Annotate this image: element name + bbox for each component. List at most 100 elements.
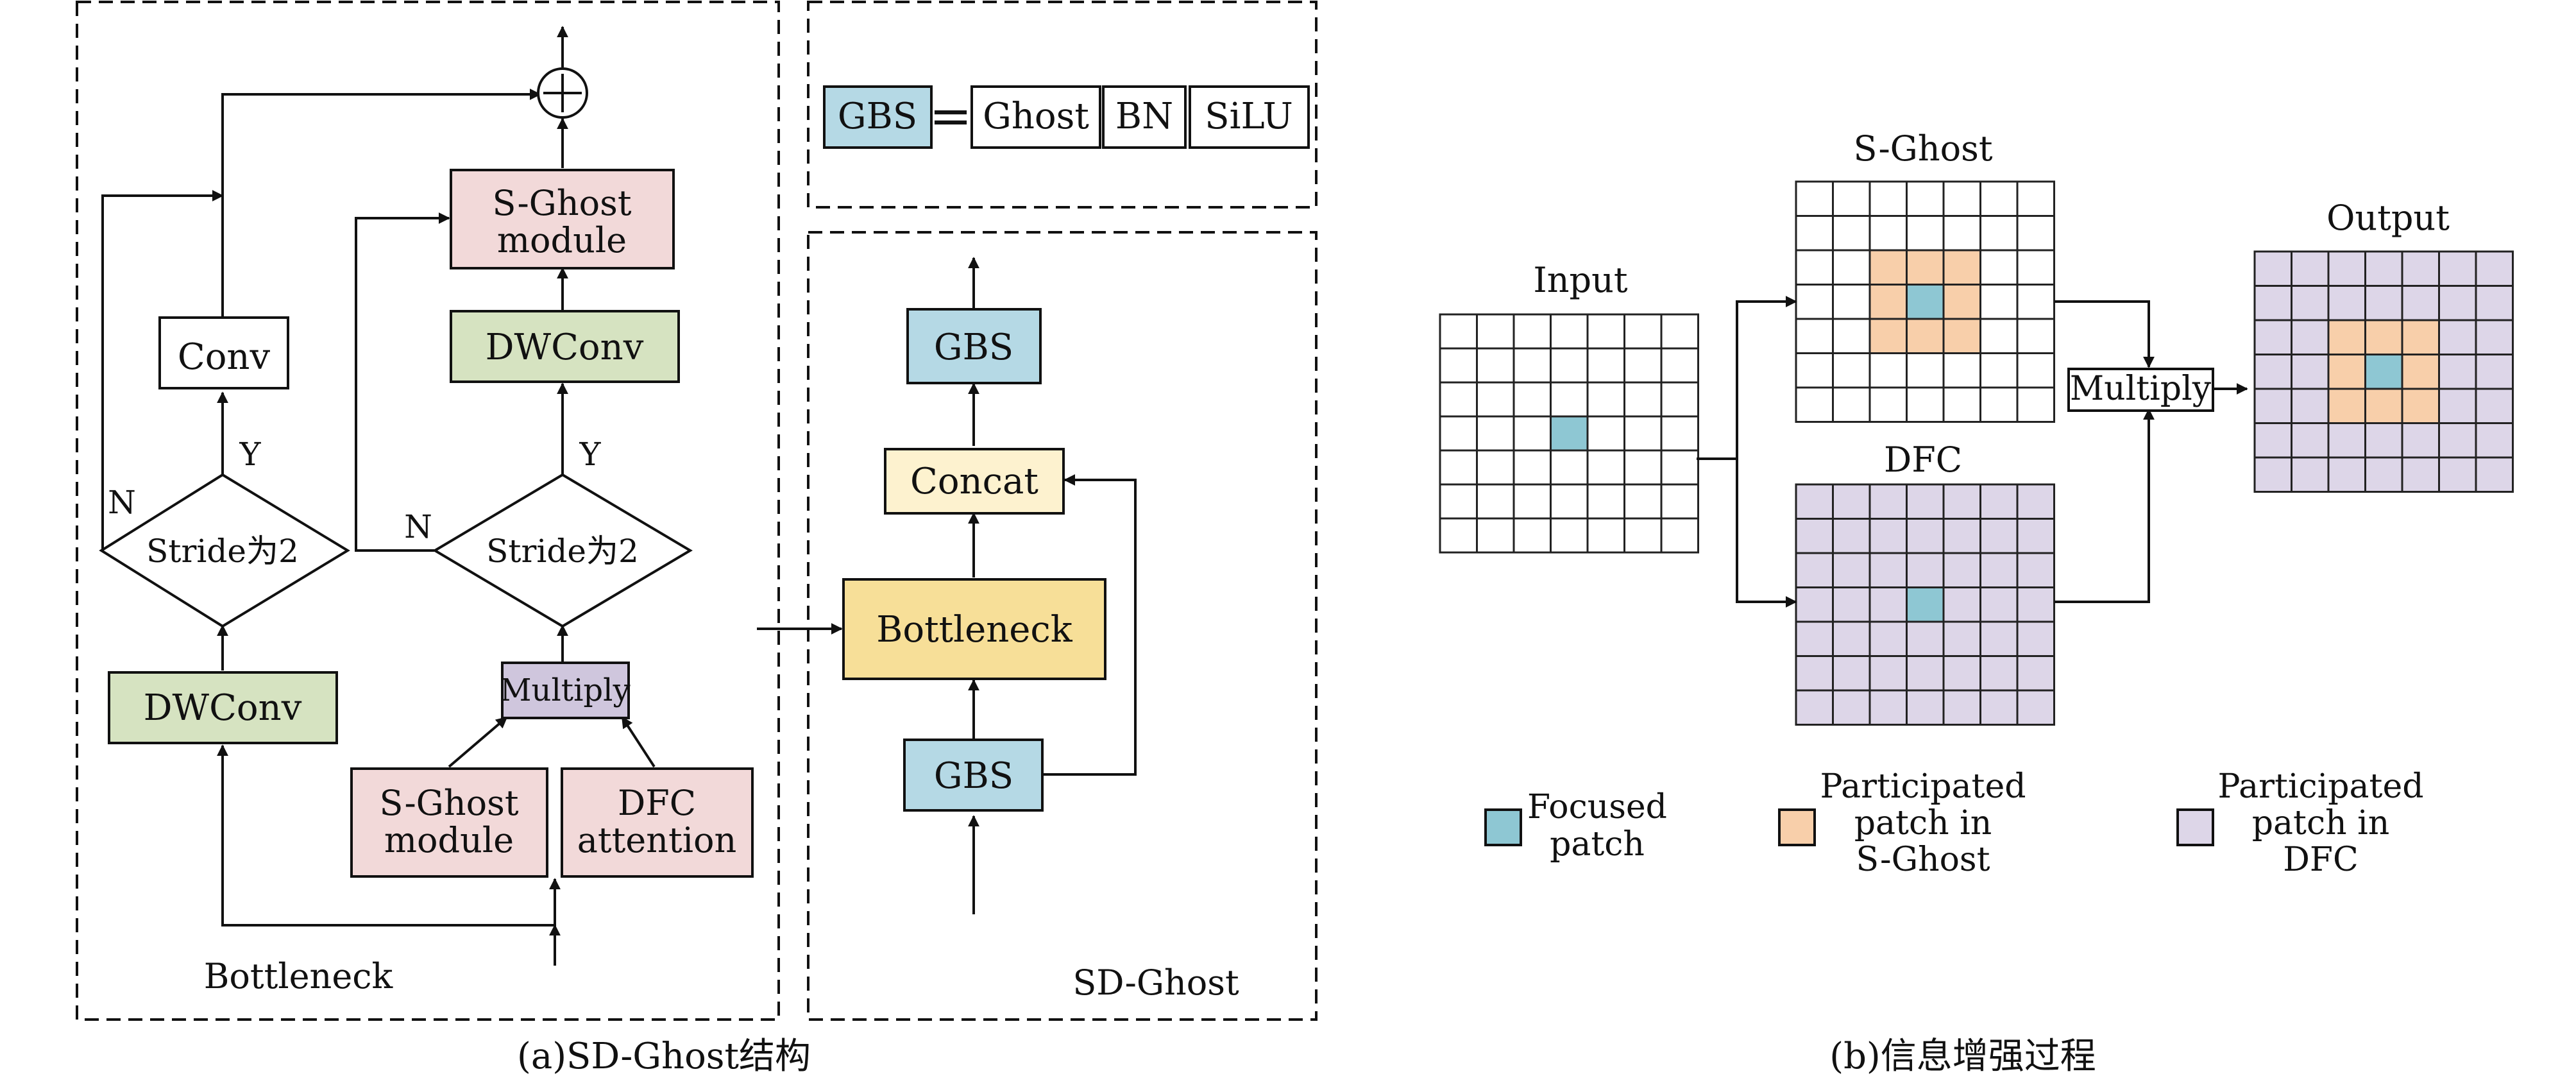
legend-dfc-line1: Participated: [2217, 767, 2423, 806]
sghost-module-bottom-box: S-Ghost module: [350, 767, 548, 878]
grid-cell: [1623, 483, 1663, 520]
stride-right-label: Stride为2: [486, 533, 639, 570]
sghost-top-line2: module: [497, 220, 627, 260]
bottleneck-frame-label: Bottleneck: [204, 956, 394, 996]
grid-cell: [1623, 381, 1663, 418]
grid-cell: [1906, 249, 1945, 286]
grid-cell: [1550, 449, 1589, 486]
legend-focused-line2: patch: [1550, 825, 1645, 864]
grid-cell: [1942, 180, 1981, 217]
grid-cell: [1513, 449, 1552, 486]
caption-b: (b)信息增强过程: [1829, 1036, 2096, 1076]
grid-cell: [1979, 518, 2019, 554]
grid-cell: [1439, 483, 1478, 520]
grid-cell: [2401, 422, 2440, 459]
grid-cell: [2016, 318, 2055, 354]
grid-cell: [2438, 388, 2477, 424]
grid-cell: [1942, 249, 1981, 286]
grid-cell: [2291, 388, 2330, 424]
grid-cell: [1906, 386, 1945, 423]
grid-cell: [2327, 319, 2366, 355]
grid-cell: [1550, 347, 1589, 384]
grid-cell: [1795, 552, 1834, 588]
grid-cell: [1942, 586, 1981, 623]
plus-operator: [537, 67, 588, 119]
grid-cell: [1660, 483, 1699, 520]
grid-cell: [1942, 352, 1981, 389]
grid-cell: [1868, 518, 1908, 554]
grid-cell: [1832, 655, 1871, 692]
grid-cell: [1476, 381, 1515, 418]
legend-focused: Focused patch: [1484, 788, 1667, 864]
dfc-grid: [1795, 483, 2055, 726]
grid-cell: [1513, 313, 1552, 350]
stride-decision-left: Stride为2: [99, 473, 350, 628]
grid-cell: [2016, 180, 2055, 217]
ghost-label: Ghost: [983, 96, 1089, 137]
grid-cell: [1513, 381, 1552, 418]
grid-cell: [1586, 449, 1625, 486]
grid-cell: [2401, 354, 2440, 390]
dwconv-right-box: DWConv: [450, 310, 680, 383]
focused-patch-cell: [1550, 415, 1589, 452]
output-label: Output: [2326, 198, 2450, 238]
grid-cell: [2401, 319, 2440, 355]
grid-cell: [1942, 483, 1981, 520]
grid-cell: [1979, 284, 2019, 320]
legend-dfc-line2: patch in: [2252, 804, 2389, 842]
grid-cell: [1550, 517, 1589, 554]
grid-cell: [1476, 483, 1515, 520]
grid-cell: [2401, 388, 2440, 424]
grid-cell: [2475, 319, 2514, 355]
grid-cell: [1586, 347, 1625, 384]
grid-cell: [1795, 689, 1834, 726]
grid-cell: [2475, 456, 2514, 493]
dwconv-right-label: DWConv: [486, 327, 644, 368]
input-grid: [1439, 313, 1699, 554]
grid-cell: [2253, 285, 2292, 321]
focused-patch-cell: [1906, 284, 1945, 320]
grid-cell: [1795, 215, 1834, 252]
grid-cell: [1906, 483, 1945, 520]
grid-cell: [1660, 415, 1699, 452]
sghost-grid-label: S-Ghost: [1853, 128, 1992, 169]
grid-cell: [1906, 318, 1945, 354]
sd-ghost-frame: [807, 231, 1318, 1021]
grid-cell: [1832, 386, 1871, 423]
grid-cell: [2253, 354, 2292, 390]
grid-cell: [1439, 381, 1478, 418]
grid-cell: [1868, 620, 1908, 657]
grid-cell: [2364, 422, 2403, 459]
grid-cell: [2327, 354, 2366, 390]
grid-cell: [1979, 552, 2019, 588]
sdghost-gbs-bottom-box: GBS: [903, 739, 1044, 812]
grid-cell: [1906, 620, 1945, 657]
grid-cell: [1979, 180, 2019, 217]
grid-cell: [1906, 689, 1945, 726]
grid-cell: [2016, 655, 2055, 692]
grid-cell: [1942, 215, 1981, 252]
sghost-bottom-line1: S-Ghost: [379, 783, 518, 823]
grid-cell: [2253, 456, 2292, 493]
grid-cell: [1795, 318, 1834, 354]
grid-cell: [2327, 285, 2366, 321]
grid-cell: [1832, 249, 1871, 286]
grid-cell: [2364, 285, 2403, 321]
output-grid: [2253, 250, 2514, 493]
grid-cell: [1868, 249, 1908, 286]
sghost-grid: [1795, 180, 2055, 423]
grid-cell: [2291, 250, 2330, 287]
grid-cell: [1868, 318, 1908, 354]
stride-right-yes: Y: [579, 436, 601, 473]
grid-cell: [1979, 215, 2019, 252]
grid-cell: [1942, 552, 1981, 588]
grid-cell: [1795, 284, 1834, 320]
grid-cell: [1906, 655, 1945, 692]
grid-cell: [1660, 517, 1699, 554]
grid-cell: [1868, 352, 1908, 389]
grid-cell: [1979, 655, 2019, 692]
legend-dfc: Participated patch in DFC: [2176, 767, 2424, 879]
bottleneck-frame: [76, 1, 780, 1021]
grid-cell: [2438, 456, 2477, 493]
grid-cell: [1942, 386, 1981, 423]
